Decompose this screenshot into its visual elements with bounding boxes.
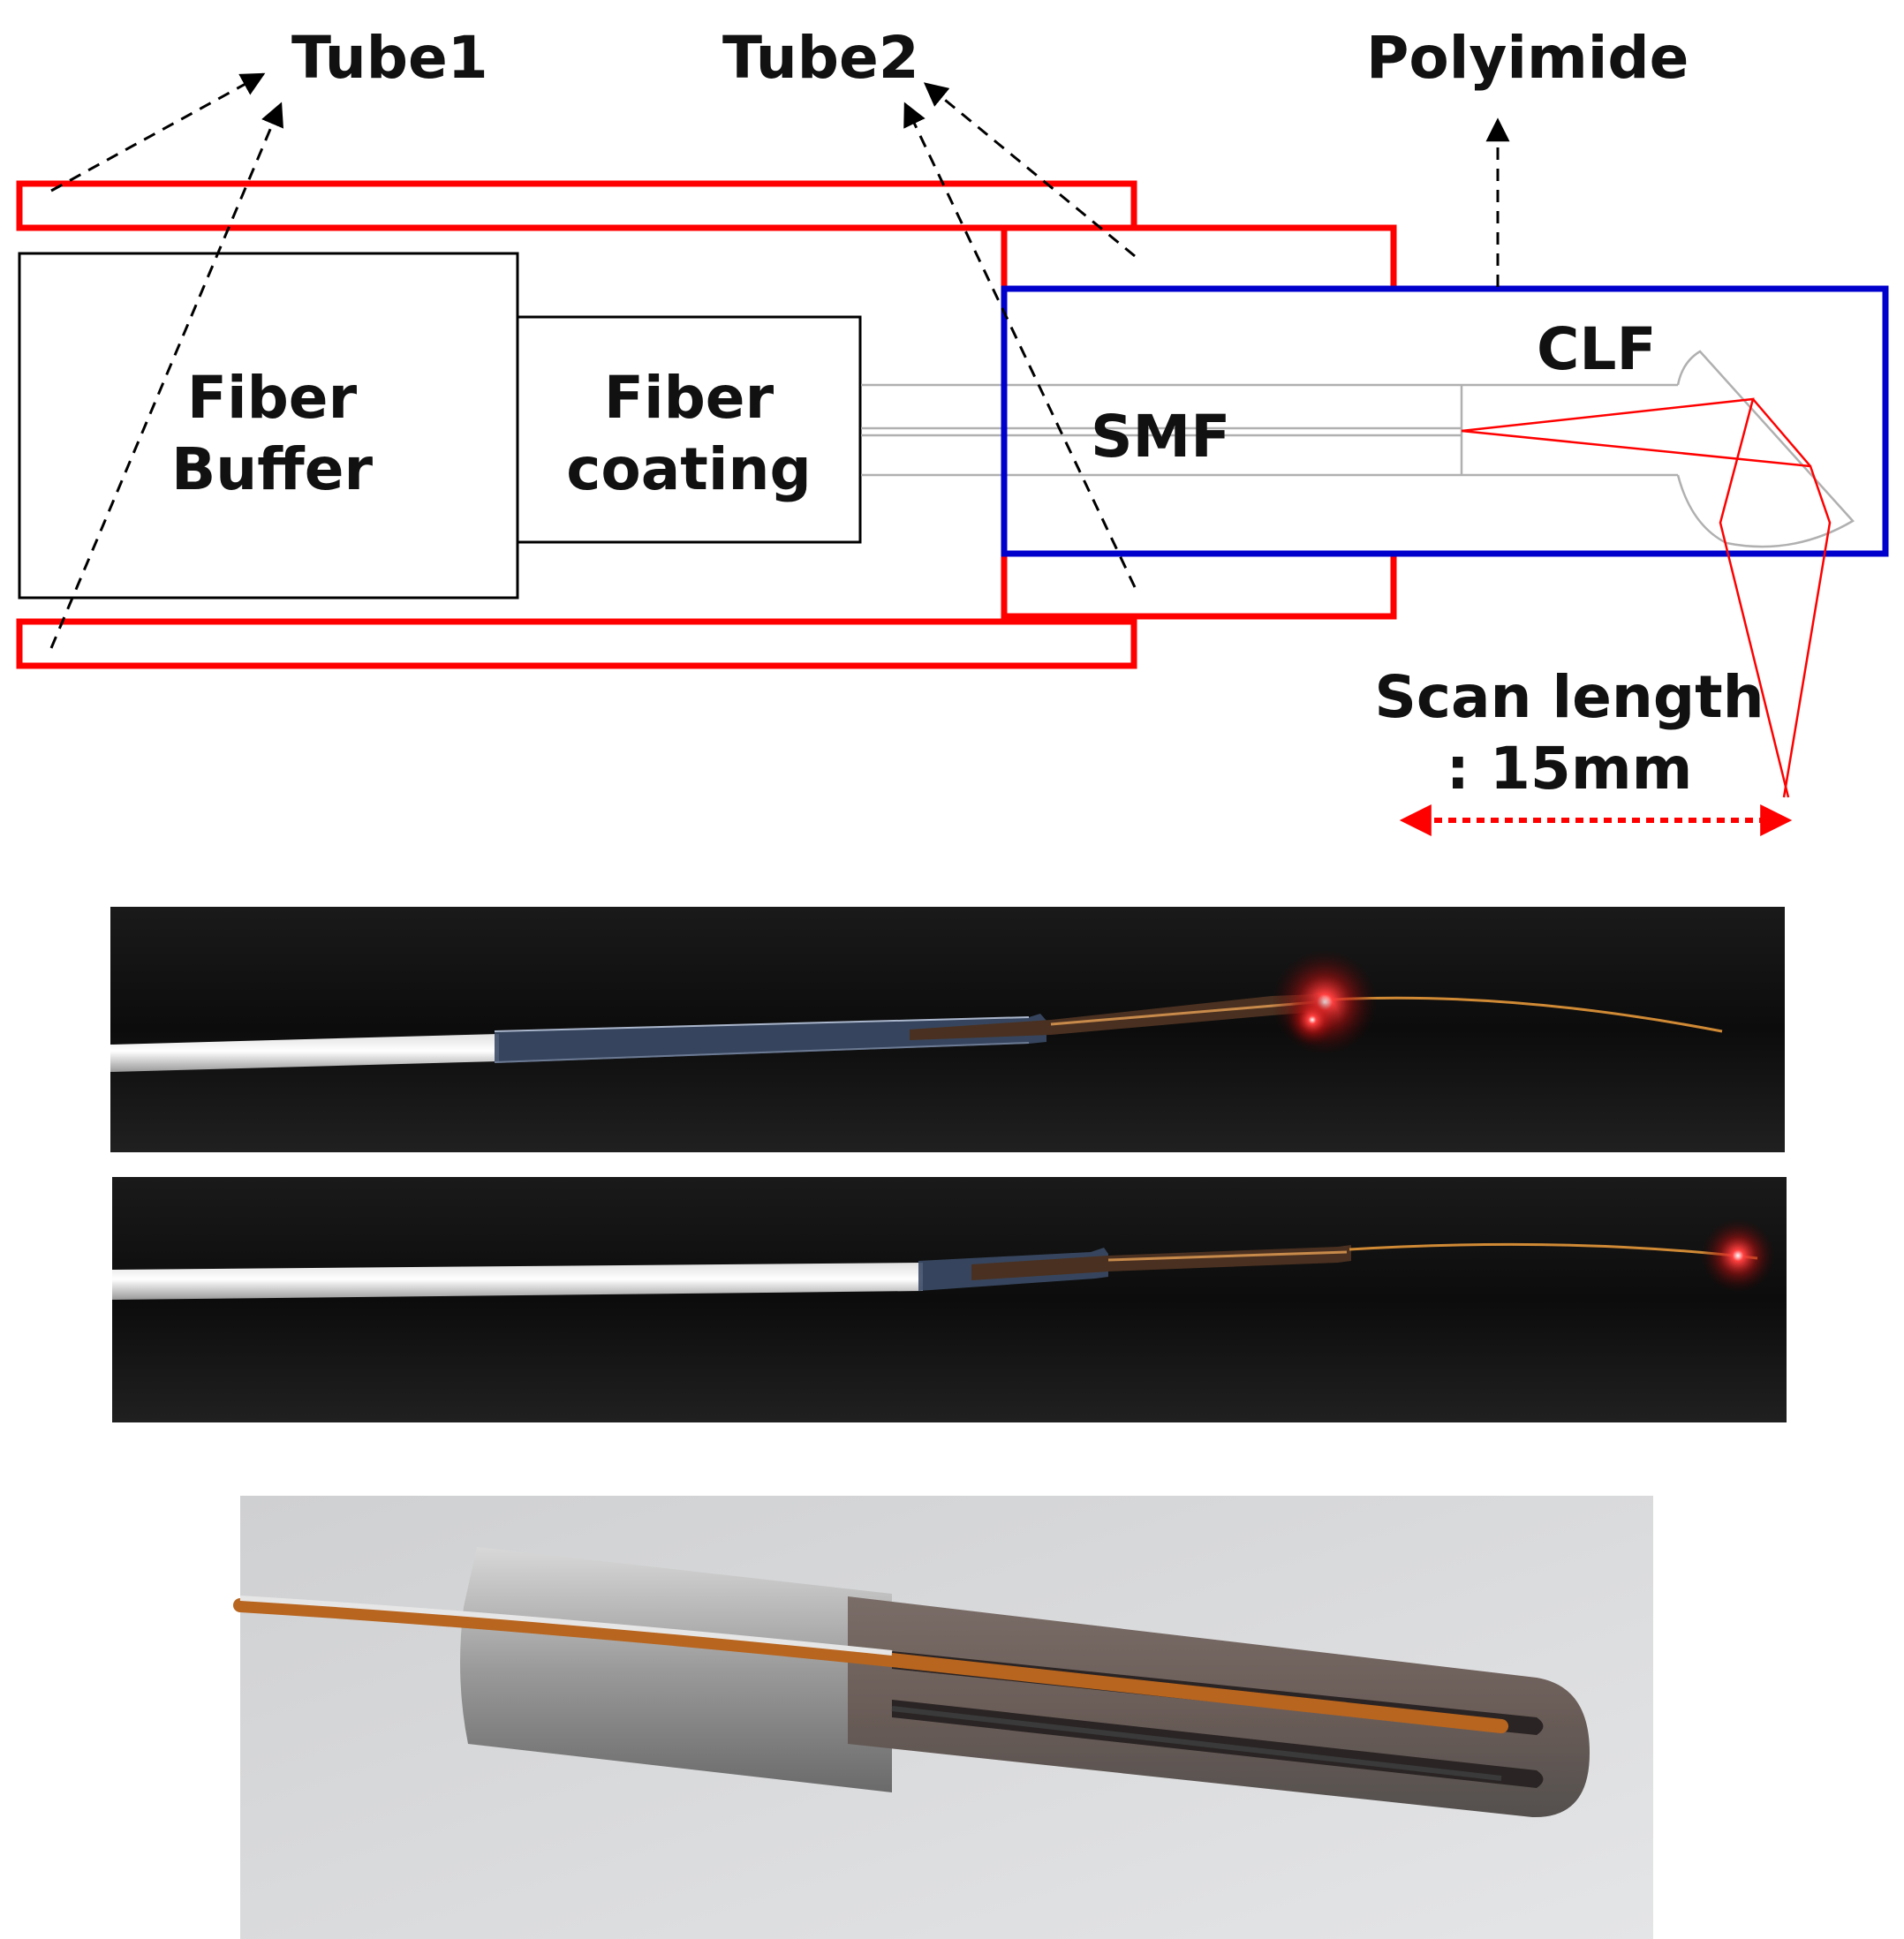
label-polyimide: Polyimide bbox=[1366, 24, 1689, 92]
photo-probe-laser-tip bbox=[112, 1177, 1787, 1422]
label-smf: SMF bbox=[1091, 403, 1230, 471]
label-fiber-coating-1: Fiber bbox=[604, 364, 774, 432]
smf-fiber-lines bbox=[861, 383, 1678, 477]
polyimide-outline bbox=[1001, 285, 1889, 557]
fiber-coating-box bbox=[516, 315, 862, 544]
schematic: Tube1 Tube2 Polyimide Fiber Buffer Fiber… bbox=[16, 24, 1889, 836]
label-tube1: Tube1 bbox=[291, 24, 488, 92]
photo-probe-holder bbox=[233, 1496, 1653, 1939]
label-clf: CLF bbox=[1537, 315, 1657, 383]
label-fiber-buffer-2: Buffer bbox=[171, 435, 374, 503]
clf-lens-outline bbox=[1676, 350, 1855, 548]
photo-probe-laser-mid bbox=[110, 907, 1785, 1152]
label-scan-length-1: Scan length bbox=[1374, 663, 1764, 731]
label-fiber-buffer-1: Fiber bbox=[187, 364, 358, 432]
fiber-buffer-box bbox=[18, 252, 519, 600]
beam-paths bbox=[1461, 397, 1832, 798]
label-tube2: Tube2 bbox=[722, 24, 919, 92]
label-fiber-coating-2: coating bbox=[566, 435, 811, 503]
label-scan-length-2: : 15mm bbox=[1447, 735, 1693, 803]
leader-arrows bbox=[49, 72, 1510, 649]
tube1-outline bbox=[16, 180, 1137, 669]
